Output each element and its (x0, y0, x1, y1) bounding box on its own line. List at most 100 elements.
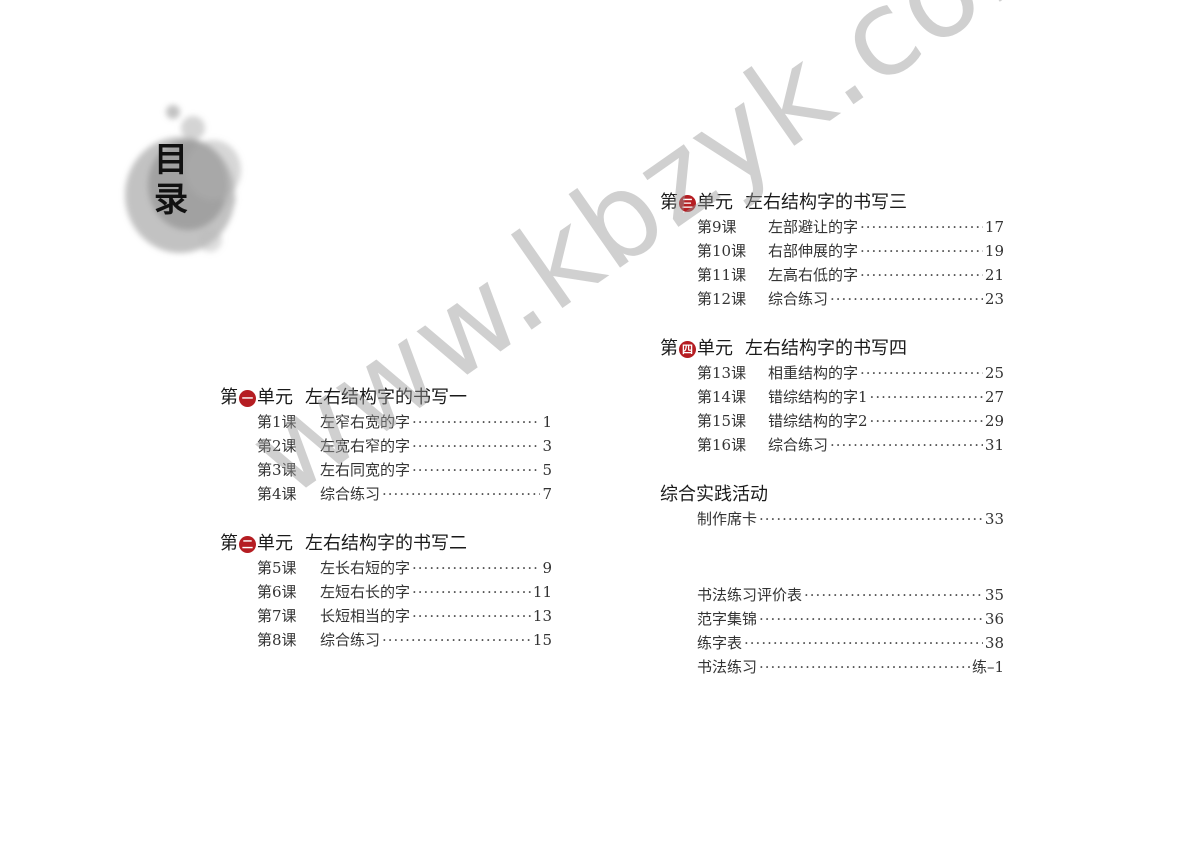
leader-dots (412, 434, 540, 458)
toc-title: 目 录 (146, 140, 196, 220)
toc-title-char: 录 (154, 180, 188, 220)
page-number: 练–1 (971, 658, 1004, 676)
toc-entry[interactable]: 第5课左长右短的字9 (220, 556, 552, 580)
spacer (220, 506, 552, 532)
toc-entry[interactable]: 练字表 38 (660, 631, 1004, 655)
unit-prefix: 第 (220, 533, 238, 554)
entry-title: 范字集锦 (697, 610, 758, 628)
entry-title: 左右同宽的字 (320, 461, 411, 479)
toc-entry[interactable]: 第16课综合练习31 (660, 433, 1004, 457)
unit-title: 左右结构字的书写二 (305, 533, 467, 554)
ink-blot-decoration (125, 105, 241, 253)
page-number: 33 (984, 510, 1004, 528)
toc-entry[interactable]: 第15课 错综结构的字2 29 (660, 409, 1004, 433)
leader-dots (412, 556, 540, 580)
entry-title: 制作席卡 (697, 510, 758, 528)
toc-entry[interactable]: 第7课长短相当的字13 (220, 604, 552, 628)
lesson-number: 第5课 (257, 559, 297, 577)
leader-dots (804, 583, 983, 607)
entry-title: 书法练习评价表 (697, 586, 803, 604)
entry-title: 长短相当的字 (320, 607, 411, 625)
page-number: 5 (542, 461, 552, 479)
entry-title: 左部避让的字 (768, 218, 859, 236)
lesson-number: 第11课 (697, 266, 747, 284)
lesson-number: 第3课 (257, 461, 297, 479)
page-number: 29 (984, 412, 1004, 430)
page-number: 27 (984, 388, 1004, 406)
page-number: 31 (984, 436, 1004, 454)
leader-dots (382, 628, 531, 652)
leader-dots (830, 433, 983, 457)
unit-suffix: 单元 (697, 192, 733, 213)
toc-entry[interactable]: 制作席卡 33 (660, 507, 1004, 531)
toc-entry[interactable]: 第14课错综结构的字127 (660, 385, 1004, 409)
toc-entry[interactable]: 第3课 左右同宽的字 5 (220, 458, 552, 482)
page-number: 38 (984, 634, 1004, 652)
toc-entry[interactable]: 第1课左窄右宽的字1 (220, 410, 552, 434)
toc-entry[interactable]: 第4课综合练习7 (220, 482, 552, 506)
leader-dots (412, 580, 531, 604)
leader-dots (759, 655, 970, 679)
unit-title: 左右结构字的书写四 (745, 338, 907, 359)
lesson-number: 第2课 (257, 437, 297, 455)
page-number: 19 (984, 242, 1004, 260)
leader-dots (870, 409, 983, 433)
lesson-number: 第1课 (257, 413, 297, 431)
spacer (660, 457, 1004, 483)
leader-dots (759, 607, 983, 631)
toc-entry[interactable]: 第9课左部避让的字17 (660, 215, 1004, 239)
toc-entry[interactable]: 第6课左短右长的字11 (220, 580, 552, 604)
unit-number-badge: 二 (239, 535, 256, 553)
toc-entry[interactable]: 第12课综合练习23 (660, 287, 1004, 311)
page-number: 21 (984, 266, 1004, 284)
toc-left-column: 第一单元左右结构字的书写一第1课左窄右宽的字1第2课左宽右窄的字3第3课左右同宽… (220, 386, 552, 652)
page-number: 36 (984, 610, 1004, 628)
entry-title: 综合练习 (768, 290, 829, 308)
toc-entry[interactable]: 第10课右部伸展的字19 (660, 239, 1004, 263)
unit-number-badge: 一 (239, 389, 256, 407)
unit-heading[interactable]: 第四单元左右结构字的书写四 (660, 337, 1004, 361)
entry-title: 相重结构的字 (768, 364, 859, 382)
leader-dots (382, 482, 540, 506)
unit-prefix: 第 (660, 192, 678, 213)
page-number: 1 (542, 413, 552, 431)
spacer (660, 311, 1004, 337)
leader-dots (412, 458, 540, 482)
spacer (660, 531, 1004, 557)
entry-title: 左宽右窄的字 (320, 437, 411, 455)
toc-entry[interactable]: 第8课综合练习15 (220, 628, 552, 652)
unit-heading[interactable]: 第二单元左右结构字的书写二 (220, 532, 552, 556)
page-number: 7 (542, 485, 552, 503)
lesson-number: 第7课 (257, 607, 297, 625)
toc-entry[interactable]: 范字集锦 36 (660, 607, 1004, 631)
unit-heading[interactable]: 第三单元左右结构字的书写三 (660, 191, 1004, 215)
entry-title: 左短右长的字 (320, 583, 411, 601)
leader-dots (860, 361, 983, 385)
toc-entry[interactable]: 第11课左高右低的字21 (660, 263, 1004, 287)
toc-entry[interactable]: 第2课 左宽右窄的字 3 (220, 434, 552, 458)
entry-title: 书法练习 (697, 658, 758, 676)
page-number: 17 (984, 218, 1004, 236)
lesson-number: 第8课 (257, 631, 297, 649)
toc-entry[interactable]: 第13课相重结构的字25 (660, 361, 1004, 385)
toc-entry[interactable]: 书法练习评价表35 (660, 583, 1004, 607)
lesson-number: 第15课 (697, 412, 747, 430)
entry-title: 练字表 (697, 634, 743, 652)
toc-entry[interactable]: 书法练习 练–1 (660, 655, 1004, 679)
unit-heading[interactable]: 第一单元左右结构字的书写一 (220, 386, 552, 410)
lesson-number: 第16课 (697, 436, 747, 454)
leader-dots (759, 507, 983, 531)
toc-title-char: 目 (154, 140, 188, 180)
unit-suffix: 单元 (257, 533, 293, 554)
page-number: 25 (984, 364, 1004, 382)
spacer (660, 557, 1004, 583)
page-number: 3 (542, 437, 552, 455)
entry-title: 综合练习 (320, 631, 381, 649)
entry-title: 综合练习 (320, 485, 381, 503)
unit-suffix: 单元 (697, 338, 733, 359)
entry-title: 错综结构的字2 (768, 412, 868, 430)
page-number: 9 (542, 559, 552, 577)
lesson-number: 第14课 (697, 388, 747, 406)
unit-title: 左右结构字的书写一 (305, 387, 467, 408)
activity-heading: 综合实践活动 (660, 484, 768, 505)
